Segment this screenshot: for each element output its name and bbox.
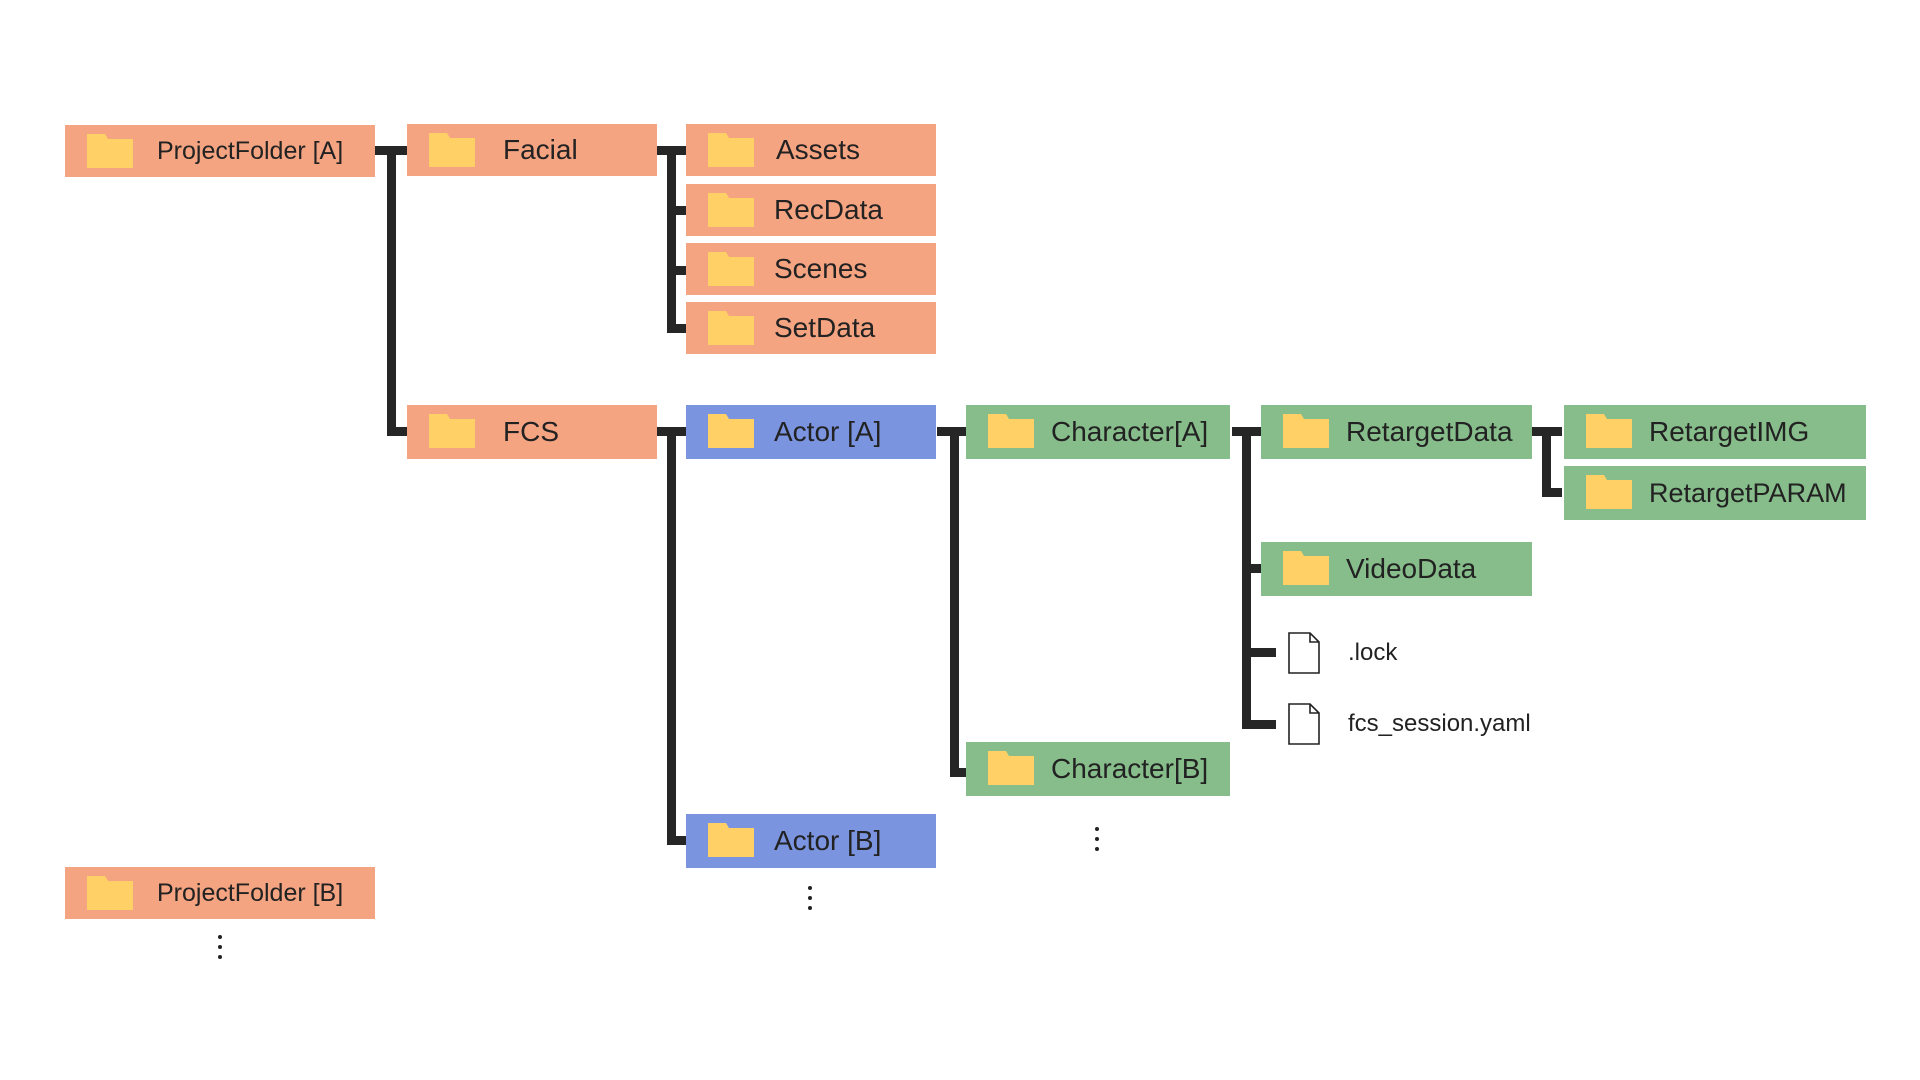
connector: [1242, 564, 1266, 573]
connector: [387, 146, 396, 436]
folder-node-actor-b[interactable]: Actor [B]: [686, 814, 936, 868]
connector: [1542, 427, 1551, 497]
folder-icon: [708, 414, 754, 448]
folder-node-project-b[interactable]: ProjectFolder [B]: [65, 867, 375, 919]
file-label: fcs_session.yaml: [1348, 710, 1531, 737]
folder-label: ProjectFolder [B]: [157, 879, 344, 907]
folder-icon: [87, 876, 133, 910]
folder-icon: [429, 133, 475, 167]
connector: [1542, 488, 1562, 497]
folder-label: Assets: [776, 134, 861, 165]
folder-icon: [708, 311, 754, 345]
folder-node-fcs[interactable]: FCS: [407, 405, 657, 459]
folder-icon: [87, 134, 133, 168]
folder-node-assets[interactable]: Assets: [686, 124, 936, 176]
connector: [667, 836, 689, 845]
folder-node-project-a[interactable]: ProjectFolder [A]: [65, 125, 375, 177]
connector: [1242, 720, 1276, 729]
connector: [950, 427, 959, 777]
folder-label: ProjectFolder [A]: [157, 137, 344, 165]
connector: [1242, 427, 1251, 729]
more-projects-ellipsis: [217, 935, 223, 965]
folder-label: RetargetIMG: [1649, 416, 1810, 447]
folder-label: VideoData: [1346, 553, 1477, 584]
folder-node-scenes[interactable]: Scenes: [686, 243, 936, 295]
folder-node-character-b[interactable]: Character[B]: [966, 742, 1230, 796]
file-icon: [1288, 632, 1320, 674]
file-node-lock[interactable]: .lock: [1288, 632, 1488, 682]
folder-node-recdata[interactable]: RecData: [686, 184, 936, 236]
folder-label: Actor [A]: [774, 416, 882, 447]
folder-label: SetData: [774, 312, 876, 343]
folder-icon: [1586, 475, 1632, 509]
connector: [667, 146, 676, 332]
more-characters-ellipsis: [1094, 827, 1100, 857]
connector: [667, 206, 689, 215]
folder-icon: [1586, 414, 1632, 448]
folder-icon: [708, 252, 754, 286]
folder-icon: [708, 133, 754, 167]
folder-label: RetargetData: [1346, 416, 1513, 447]
folder-label: Scenes: [774, 253, 868, 284]
folder-icon: [988, 751, 1034, 785]
folder-node-setdata[interactable]: SetData: [686, 302, 936, 354]
connector: [667, 324, 689, 333]
folder-icon: [1283, 551, 1329, 585]
folder-label: Facial: [503, 134, 578, 165]
folder-label: FCS: [503, 416, 559, 447]
folder-label: Actor [B]: [774, 825, 882, 856]
folder-icon: [1283, 414, 1329, 448]
folder-node-retarget-img[interactable]: RetargetIMG: [1564, 405, 1866, 459]
folder-node-actor-a[interactable]: Actor [A]: [686, 405, 936, 459]
folder-node-character-a[interactable]: Character[A]: [966, 405, 1230, 459]
connector: [950, 768, 970, 777]
folder-icon: [988, 414, 1034, 448]
folder-label: Character[A]: [1051, 416, 1209, 447]
folder-label: RecData: [774, 194, 883, 225]
folder-node-facial[interactable]: Facial: [407, 124, 657, 176]
folder-label: RetargetPARAM: [1649, 478, 1847, 508]
file-node-fcs-session[interactable]: fcs_session.yaml: [1288, 703, 1578, 753]
connector: [667, 427, 676, 845]
folder-node-retarget-data[interactable]: RetargetData: [1261, 405, 1532, 459]
folder-label: Character[B]: [1051, 753, 1209, 784]
folder-icon: [708, 823, 754, 857]
connector: [667, 266, 689, 275]
folder-icon: [429, 414, 475, 448]
connector: [1242, 648, 1276, 657]
connector: [387, 427, 407, 436]
file-icon: [1288, 703, 1320, 745]
more-actors-ellipsis: [807, 886, 813, 916]
file-label: .lock: [1348, 639, 1398, 666]
folder-icon: [708, 193, 754, 227]
folder-node-video-data[interactable]: VideoData: [1261, 542, 1532, 596]
folder-node-retarget-param[interactable]: RetargetPARAM: [1564, 466, 1866, 520]
